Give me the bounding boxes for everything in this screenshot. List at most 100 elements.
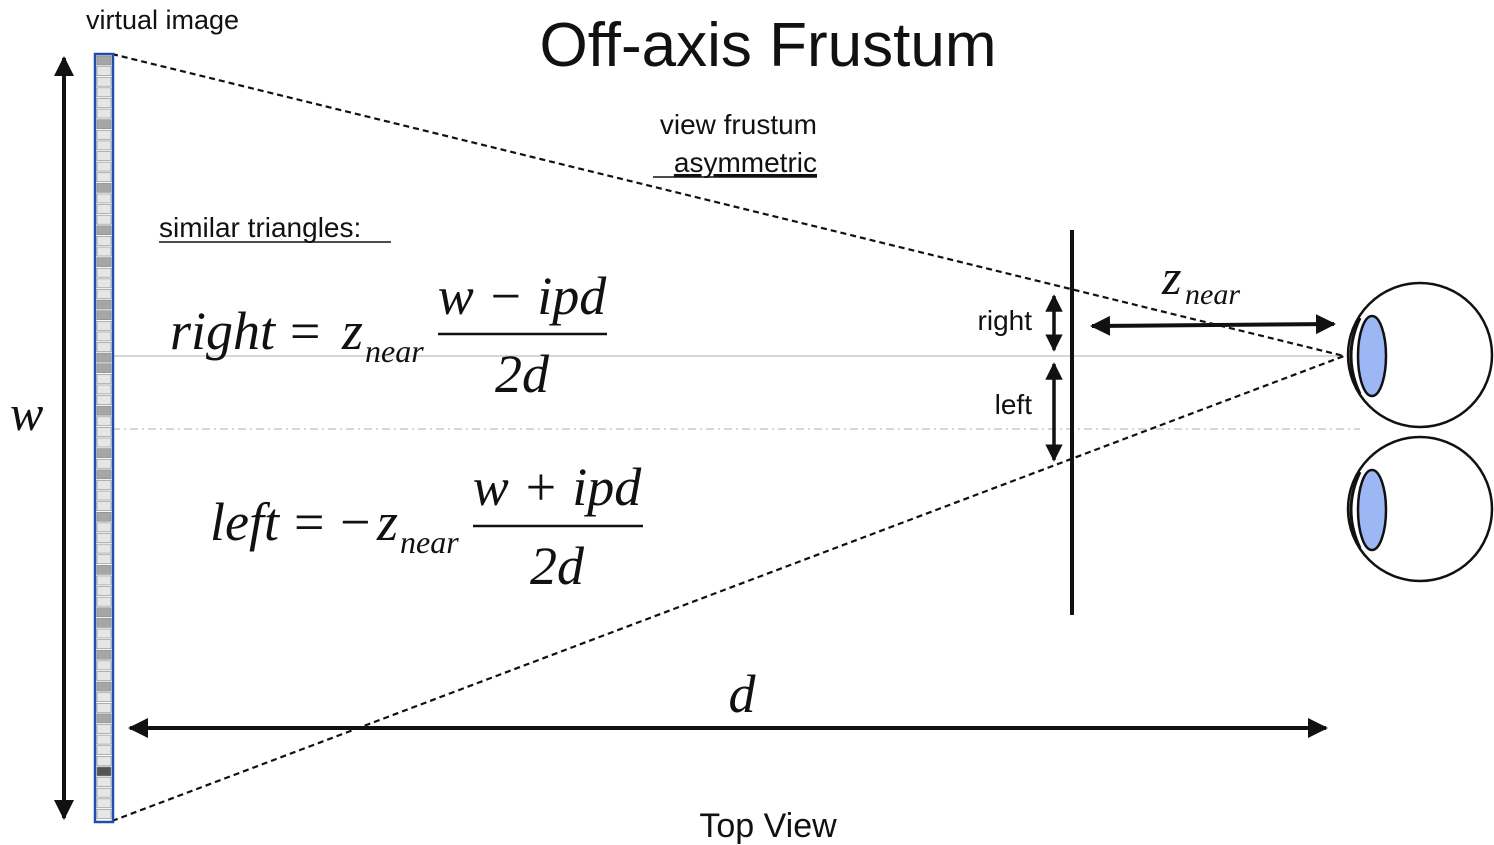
image-pixel [96,204,112,214]
image-pixel [96,745,112,756]
image-pixel [96,140,112,151]
image-pixel [96,427,112,437]
image-pixel [96,363,112,374]
image-pixel [96,787,112,798]
image-pixel [96,713,112,724]
z-near-label-subscript: near [1185,278,1240,311]
image-pixel [96,151,112,161]
d-label: d [729,664,757,724]
virtual-image-border [93,52,115,824]
frustum-bottom-edge [111,354,1345,823]
image-pixel [96,533,112,543]
image-pixel [96,607,112,618]
image-pixel [96,278,112,289]
right-eye [1346,281,1494,429]
image-pixel [96,490,112,501]
image-pixel [96,289,112,299]
image-pixel [96,628,112,639]
image-pixel [96,437,112,448]
image-pixel [96,692,112,702]
image-pixel [96,734,112,745]
image-pixel [96,448,112,458]
image-pixel [96,724,112,734]
image-pixel [96,374,112,384]
image-pixel [96,395,112,405]
image-pixel [96,660,112,671]
image-pixel [96,756,112,766]
image-pixel [96,480,112,490]
image-pixel [96,501,112,511]
left-label: left [995,389,1033,420]
pupil-iris [1356,314,1388,398]
image-pixel [96,522,112,533]
image-pixel [96,671,112,681]
image-pixel [96,809,112,819]
image-pixel [96,554,112,565]
image-pixel [96,777,112,787]
image-pixel [96,766,112,777]
z-near-arrow [1090,314,1336,336]
image-pixel [96,76,112,87]
image-pixel [96,565,112,575]
image-pixel [96,352,112,363]
image-pixel [96,681,112,692]
frustum-top-edge [111,52,1345,358]
right-eq-z-subscript: near [365,333,424,369]
image-pixel [96,469,112,480]
image-pixel [96,405,112,416]
right-eq-lhs: right [170,301,277,361]
eyeball [1346,281,1494,429]
image-pixel [96,267,112,278]
image-pixel [96,458,112,469]
image-pixel [96,639,112,649]
virtual-image-strip [96,55,112,819]
image-pixel [96,320,112,331]
image-pixel [96,129,112,140]
image-pixel [96,183,112,193]
left-eq-numerator: w + ipd [473,457,642,517]
left-eq-minus: − [340,492,370,552]
right-eq-denominator: 2d [495,344,550,404]
right-label: right [978,305,1033,336]
image-pixel [96,66,112,76]
image-pixel [96,119,112,129]
image-pixel [96,543,112,554]
image-pixel [96,511,112,522]
page-title: Off-axis Frustum [539,11,996,80]
top-view-caption: Top View [699,807,837,845]
virtual-image-label: virtual image [86,5,239,35]
image-pixel [96,575,112,586]
image-pixel [96,586,112,596]
image-pixel [96,310,112,320]
image-pixel [96,246,112,257]
image-pixel [96,55,112,66]
image-pixel [96,172,112,183]
right-eq-z: z [341,301,363,361]
right-eq-numerator: w − ipd [438,266,607,326]
image-pixel [96,702,112,713]
cornea [1349,471,1362,549]
right-eq-equals: = [290,301,320,361]
image-pixel [96,649,112,660]
image-pixel [96,257,112,267]
image-pixel [96,87,112,98]
image-pixel [96,342,112,352]
image-pixel [96,193,112,204]
image-pixel [96,161,112,172]
w-label: w [10,385,43,441]
image-pixel [96,299,112,310]
image-pixel [96,236,112,246]
left-eq-lhs: left [210,492,281,552]
image-pixel [96,108,112,119]
image-pixel [96,618,112,628]
left-eq-z: z [376,492,398,552]
right-equation: right = z near w − ipd 2d [170,266,607,404]
image-pixel [96,214,112,225]
cornea [1349,317,1362,395]
image-pixel [96,416,112,427]
eyeball [1346,435,1494,583]
image-pixel [96,596,112,607]
pupil-iris [1356,468,1388,552]
z-near-label-z: z [1161,249,1181,305]
left-eye [1346,435,1494,583]
